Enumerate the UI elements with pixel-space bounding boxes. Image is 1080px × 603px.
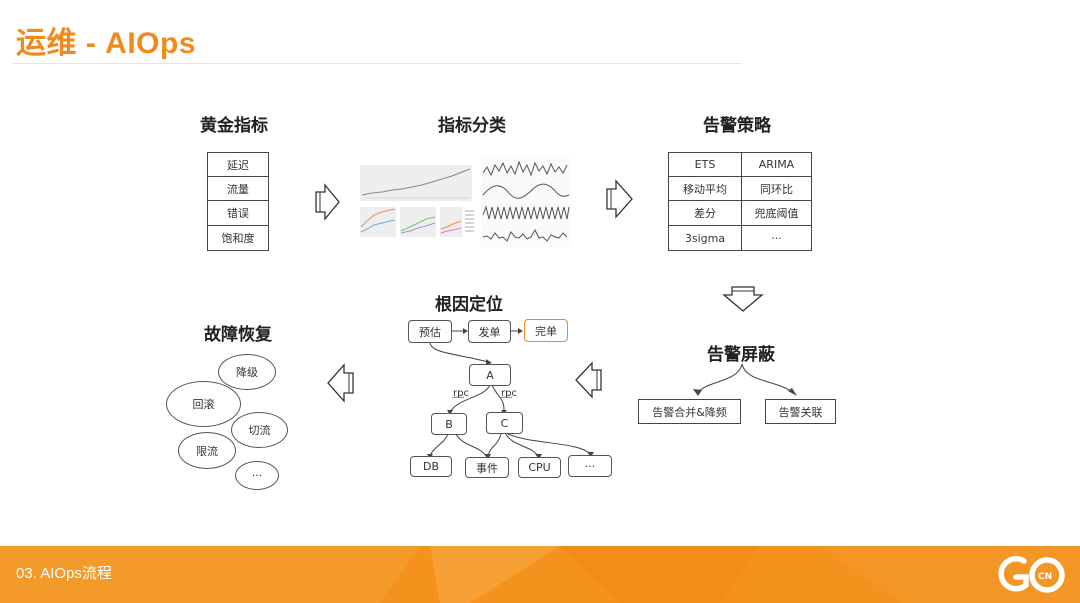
strategy-more: ··· <box>741 225 812 251</box>
recovery-rollback: 回滚 <box>166 381 241 427</box>
metric-classification-title: 指标分类 <box>438 116 506 136</box>
golden-metric-saturation: 饱和度 <box>207 225 269 251</box>
cpu-node: CPU <box>518 457 561 478</box>
golden-metric-errors: 错误 <box>207 200 269 226</box>
strategy-arima: ARIMA <box>741 152 812 177</box>
golden-metric-traffic: 流量 <box>207 176 269 201</box>
metric-trend-chart-thumbnail <box>352 157 477 247</box>
arrow-right-icon <box>315 183 340 221</box>
rpc-label-left: rpc <box>453 388 469 399</box>
footer-banner <box>0 546 1080 603</box>
strategy-3sigma: 3sigma <box>668 225 742 251</box>
root-cause-connectors <box>427 328 594 459</box>
metric-decomposition-chart-thumbnail <box>481 157 571 247</box>
logo-cn-text: CN <box>1038 572 1052 582</box>
strategy-difference: 差分 <box>668 200 742 226</box>
strategy-moving-average: 移动平均 <box>668 176 742 201</box>
strategy-fallback-threshold: 兜底阈值 <box>741 200 812 226</box>
suppression-merge-throttle: 告警合并&降频 <box>638 399 741 424</box>
arrow-down-icon <box>722 286 764 312</box>
recovery-more: ··· <box>235 461 279 490</box>
service-a-node: A <box>469 364 511 386</box>
fault-recovery-title: 故障恢复 <box>204 325 272 345</box>
service-c-node: C <box>486 412 523 434</box>
event-node: 事件 <box>465 457 509 478</box>
gocn-logo-icon: CN <box>998 556 1065 593</box>
strategy-ets: ETS <box>668 152 742 177</box>
alert-strategy-title: 告警策略 <box>703 116 771 136</box>
root-cause-title: 根因定位 <box>435 295 503 315</box>
arrow-left-icon <box>327 363 354 403</box>
recovery-rate-limit: 限流 <box>178 432 236 469</box>
flow-dispatch-node: 发单 <box>468 320 511 343</box>
db-node: DB <box>410 456 452 477</box>
alert-suppression-title: 告警屏蔽 <box>707 345 775 365</box>
page-title: 运维 - AIOps <box>16 27 197 60</box>
service-b-node: B <box>431 413 467 435</box>
more-node: ··· <box>568 455 612 477</box>
golden-metric-latency: 延迟 <box>207 152 269 177</box>
flow-estimate-node: 预估 <box>408 320 452 343</box>
recovery-traffic-switch: 切流 <box>231 412 288 448</box>
arrow-left-icon <box>575 361 602 399</box>
golden-metrics-title: 黄金指标 <box>200 116 268 136</box>
arrow-right-icon <box>606 179 633 219</box>
suppression-branch-connector <box>693 363 797 396</box>
title-divider <box>12 63 742 64</box>
flow-complete-node: 完单 <box>524 319 568 342</box>
suppression-correlation: 告警关联 <box>765 399 836 424</box>
strategy-yoy-mom: 同环比 <box>741 176 812 201</box>
footer-section-label: 03. AIOps流程 <box>16 565 112 582</box>
rpc-label-right: rpc <box>501 388 517 399</box>
recovery-degrade: 降级 <box>218 354 276 390</box>
